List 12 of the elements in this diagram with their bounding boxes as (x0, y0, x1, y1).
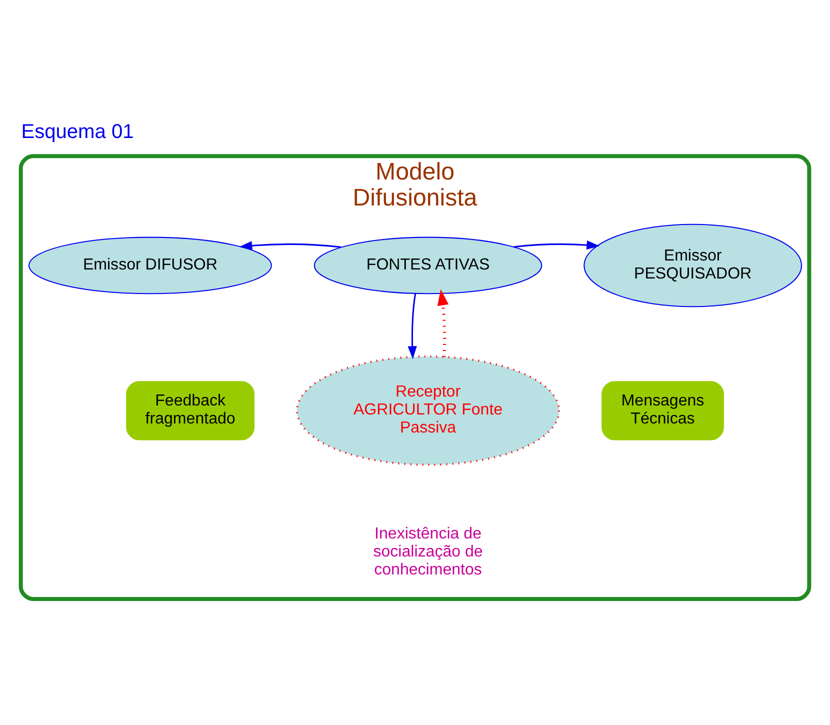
arrow (408, 294, 417, 360)
arrow (514, 240, 600, 250)
arrow (239, 241, 341, 250)
node-ellipse: Emissor PESQUISADOR (584, 224, 802, 308)
node-ellipse: Emissor DIFUSOR (28, 236, 272, 294)
label: Inexistência de socialização de conhecimentos (373, 524, 483, 579)
node-box: Feedback fragmentado (126, 381, 255, 440)
diagram-title: Esquema 01 (21, 121, 134, 144)
node-ellipse: Receptor AGRICULTOR Fonte Passiva (296, 356, 560, 466)
arrow (437, 289, 449, 358)
node-box: Mensagens Técnicas (602, 381, 724, 440)
node-ellipse: FONTES ATIVAS (314, 236, 542, 294)
